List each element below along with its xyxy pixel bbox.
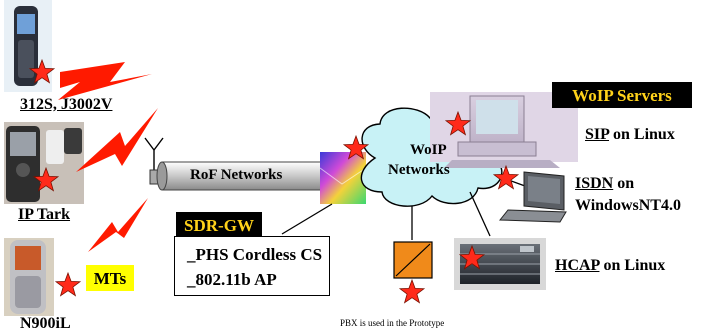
phone-312s-image: [4, 0, 52, 92]
star-marker: [28, 58, 56, 84]
sdr-gw-tag: SDR-GW: [176, 212, 262, 238]
wireless-links: [58, 62, 158, 252]
lightning-bolt-1: [58, 62, 152, 100]
isdn-name: ISDN: [575, 175, 614, 192]
hcap-name: HCAP: [555, 257, 600, 274]
woip-cloud-label-line1: WoIP: [410, 142, 447, 158]
mts-tag: MTs: [86, 265, 134, 291]
phone-n900il-image: [4, 238, 54, 316]
star-marker: [342, 134, 370, 160]
star-marker: [492, 164, 520, 190]
woip-servers-tag: WoIP Servers: [552, 82, 692, 108]
star-marker: [32, 166, 60, 192]
rof-networks-label: RoF Networks: [190, 167, 283, 183]
hcap-rest: on Linux: [599, 257, 666, 274]
star-marker: [54, 271, 82, 297]
sdr-gw-box: _PHS Cordless CS _802.11b AP: [174, 236, 330, 296]
pbx-note: PBX is used in the Prototype: [340, 318, 445, 328]
isdn-label: ISDN on: [575, 176, 634, 192]
sip-label: SIP on Linux: [585, 127, 675, 143]
sip-name: SIP: [585, 126, 610, 143]
isdn-label-line2: WindowsNT4.0: [575, 197, 681, 214]
rof-tube: [149, 161, 332, 191]
sdr-gateway-connector: [281, 203, 333, 235]
sdr-gw-line1: _PHS Cordless CS: [187, 245, 323, 264]
pbx-box: [393, 241, 433, 279]
lightning-bolt-3: [88, 198, 148, 252]
phone-312s-label: 312S, J3002V: [20, 96, 113, 113]
star-marker: [444, 110, 472, 136]
laptop-image: [498, 171, 567, 223]
star-marker: [458, 244, 486, 270]
phone-n900il-label: N900iL: [20, 315, 71, 332]
sip-rest: on Linux: [609, 126, 675, 143]
lightning-bolt-2: [76, 108, 158, 172]
antenna-icon: [144, 137, 164, 171]
star-marker: [398, 278, 426, 304]
isdn-rest: on: [613, 175, 635, 192]
woip-cloud-label-line2: Networks: [388, 162, 450, 178]
sdr-module: [319, 152, 367, 204]
hcap-label: HCAP on Linux: [555, 258, 665, 274]
sdr-gw-line2: _802.11b AP: [187, 270, 277, 289]
phone-ip-tark-label: IP Tark: [18, 206, 71, 223]
phone-ip-tark-image: [4, 122, 84, 204]
